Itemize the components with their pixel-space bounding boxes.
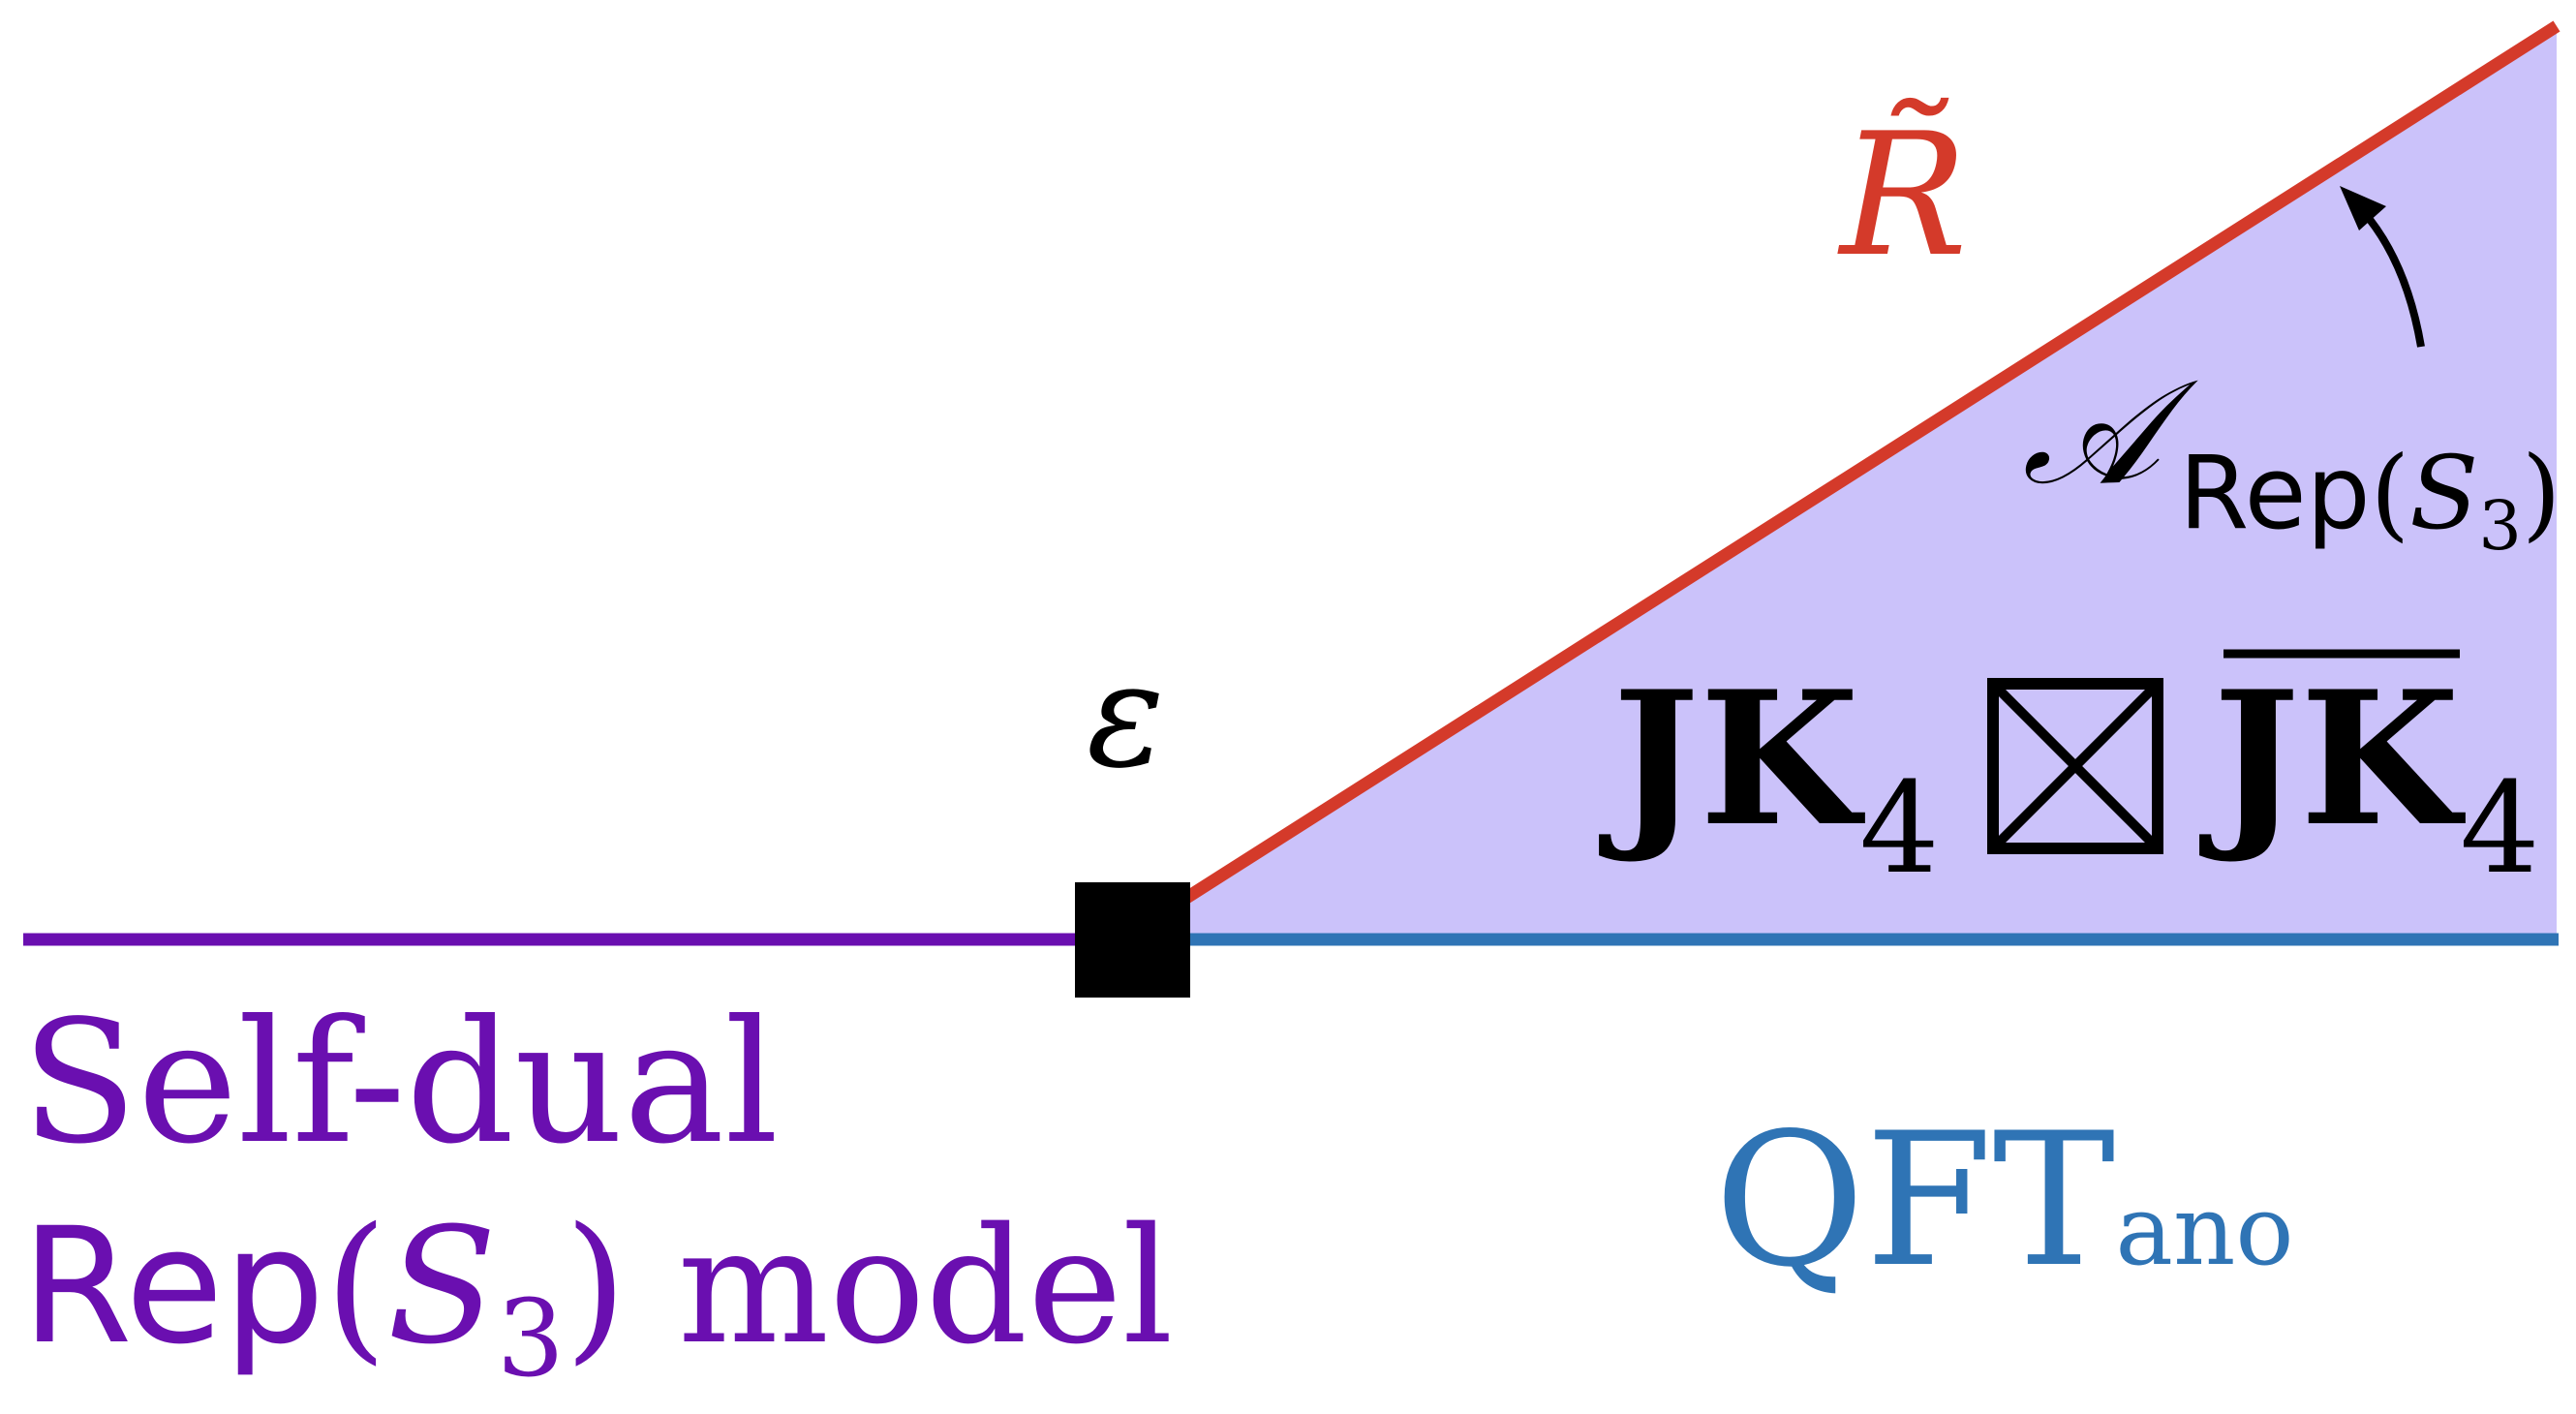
jk4-left-label: JK4 [1599, 651, 1940, 902]
jk4-right-label: JK4 [2199, 651, 2540, 902]
r-tilde-label: R̃ [1837, 98, 1968, 294]
boxtimes-icon [1987, 678, 2163, 854]
black-square-icon [1075, 882, 1190, 998]
self-dual-label: Self-dual [21, 985, 779, 1182]
anomalous-qft-region [1183, 26, 2557, 939]
qft-ano-label: QFTano [1714, 1093, 2294, 1307]
algebra-rep-label: Rep(S3) [2179, 434, 2561, 566]
rep-s3-model-label: Rep(S3) model [21, 1193, 1174, 1400]
epsilon-label: ε [1087, 631, 1165, 800]
arrow-head [2340, 186, 2386, 231]
r-tilde-line [1180, 20, 2561, 906]
curved-arrow-icon [2359, 208, 2425, 348]
